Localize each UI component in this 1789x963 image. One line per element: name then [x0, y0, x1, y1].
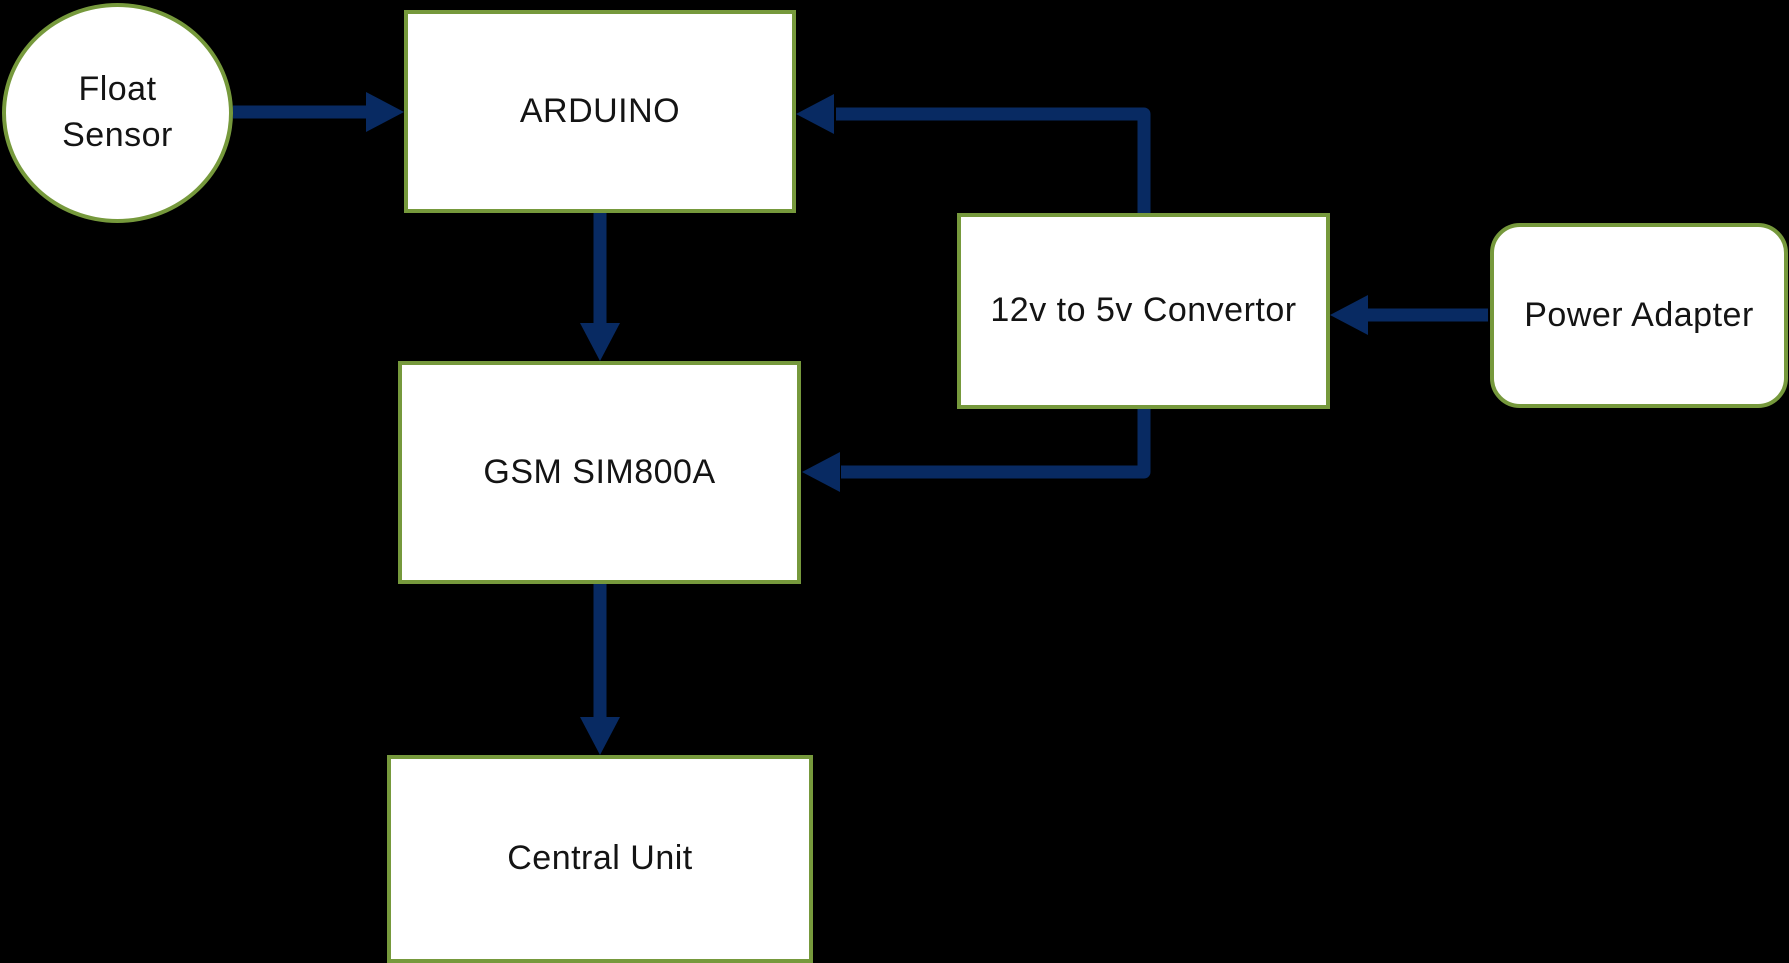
gsm-label: GSM SIM800A: [483, 452, 716, 491]
node-12v-to-5v-convertor: 12v to 5v Convertor: [957, 213, 1330, 409]
central-unit-label: Central Unit: [507, 839, 693, 878]
arrow-convertor-to-gsm: [802, 409, 1151, 492]
node-float-sensor: Float Sensor: [2, 3, 233, 223]
power-adapter-label: Power Adapter: [1524, 295, 1754, 334]
convertor-label: 12v to 5v Convertor: [990, 291, 1297, 330]
node-gsm-sim800a: GSM SIM800A: [398, 361, 801, 584]
arrow-gsm-to-central-unit: [580, 584, 620, 755]
arduino-label: ARDUINO: [519, 91, 681, 130]
float-sensor-label: Float Sensor: [62, 70, 173, 154]
node-central-unit: Central Unit: [387, 755, 813, 963]
arrow-convertor-to-arduino: [796, 94, 1151, 213]
node-arduino: ARDUINO: [404, 10, 796, 213]
arrow-power-adapter-to-convertor: [1330, 295, 1488, 335]
arrow-float-sensor-to-arduino: [233, 92, 404, 132]
node-power-adapter: Power Adapter: [1490, 223, 1788, 408]
arrow-arduino-to-gsm: [580, 213, 620, 361]
